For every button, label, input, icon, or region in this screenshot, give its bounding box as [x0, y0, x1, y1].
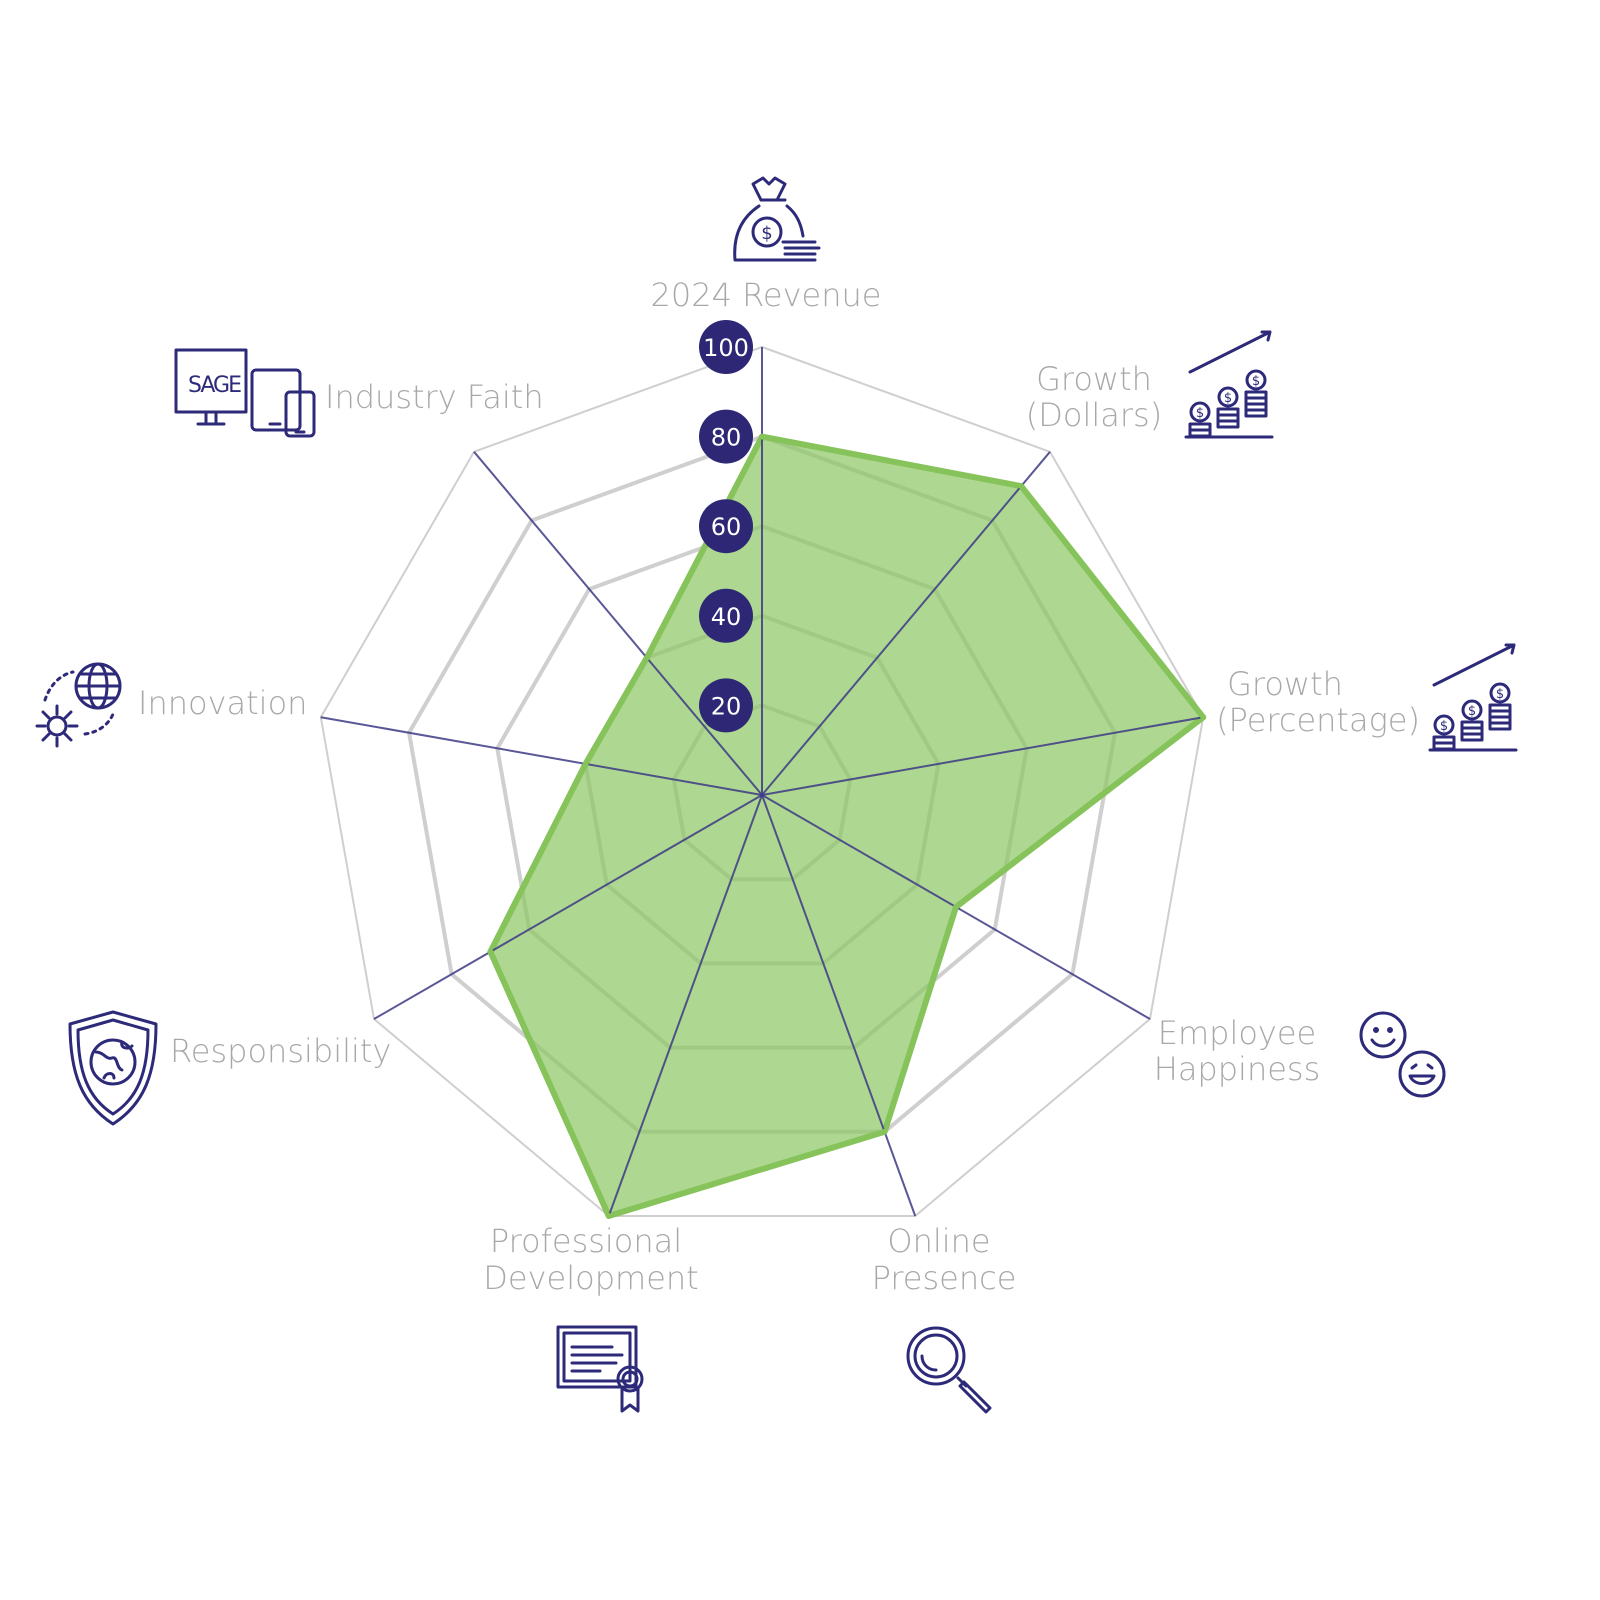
svg-text:$: $ [1468, 704, 1476, 719]
axis-line [320, 716, 763, 796]
svg-text:$: $ [1196, 406, 1204, 421]
series-area [487, 433, 1207, 1219]
devices-icon: SAGE [174, 348, 316, 438]
axis-label: Growth [1036, 360, 1152, 398]
money-bag-icon: $ [733, 176, 821, 262]
tick-badge-circle [699, 588, 753, 643]
svg-text:$: $ [1224, 391, 1232, 406]
axis-label: Industry Faith [325, 378, 544, 416]
tick-badge-circle [699, 320, 753, 374]
tick-badge: 40 [699, 588, 753, 643]
data-point-0 [759, 433, 765, 440]
globe-gear-icon [35, 662, 122, 748]
axis-label: Innovation [138, 684, 307, 722]
smiley-faces-icon [1359, 1011, 1446, 1098]
axis-label: 2024 Revenue [651, 276, 882, 314]
axis-label: Development [483, 1259, 698, 1297]
axis-label: (Dollars) [1026, 396, 1162, 434]
tick-badge: 100 [699, 320, 753, 374]
svg-text:$: $ [1496, 687, 1504, 702]
tick-badge: 80 [699, 409, 753, 464]
tick-label: 60 [711, 513, 742, 541]
grid-ring-100 [319, 345, 1205, 1217]
svg-text:SAGE: SAGE [188, 373, 241, 398]
tick-badge: 20 [699, 678, 753, 733]
svg-text:$: $ [1252, 374, 1260, 389]
tick-badge: 60 [699, 499, 753, 554]
svg-text:$: $ [761, 223, 772, 244]
data-point-7 [582, 760, 589, 767]
axis-label: Online [887, 1222, 990, 1260]
tick-badge-circle [699, 409, 753, 464]
axis-line [761, 716, 1204, 796]
axis-line [761, 451, 1051, 796]
data-point-8 [643, 654, 650, 661]
axis-line [761, 794, 917, 1217]
magnifier-icon [906, 1326, 992, 1414]
tick-label: 80 [711, 424, 742, 452]
axis-label: Happiness [1154, 1050, 1321, 1088]
data-point-5 [605, 1212, 612, 1219]
tick-label: 40 [711, 603, 742, 631]
certificate-icon [556, 1325, 644, 1413]
coin-stacks-growth-icon: $ $ $ [1184, 330, 1274, 439]
axis-label: Presence [872, 1259, 1017, 1297]
tick-label: 20 [711, 692, 742, 720]
axis-line [473, 451, 763, 796]
svg-text:$: $ [1440, 719, 1448, 734]
axis-label: Growth [1227, 665, 1343, 703]
data-point-4 [881, 1128, 888, 1135]
tick-badge-circle [699, 678, 753, 733]
data-point-2 [1200, 714, 1207, 721]
axis-label: Responsibility [170, 1032, 391, 1070]
globe-shield-icon [68, 1010, 158, 1126]
data-point-6 [487, 948, 494, 955]
tick-label: 100 [703, 334, 749, 362]
axis-line [607, 794, 763, 1217]
axis-label: Employee [1158, 1014, 1316, 1052]
data-point-1 [1018, 483, 1025, 490]
tick-badge-circle [699, 499, 753, 554]
axis-label: (Percentage) [1216, 701, 1420, 739]
coin-stacks-growth-icon: $ $ $ [1428, 643, 1518, 752]
data-point-3 [952, 904, 959, 910]
axis-label: Professional [490, 1222, 682, 1260]
axis-line [373, 794, 763, 1020]
